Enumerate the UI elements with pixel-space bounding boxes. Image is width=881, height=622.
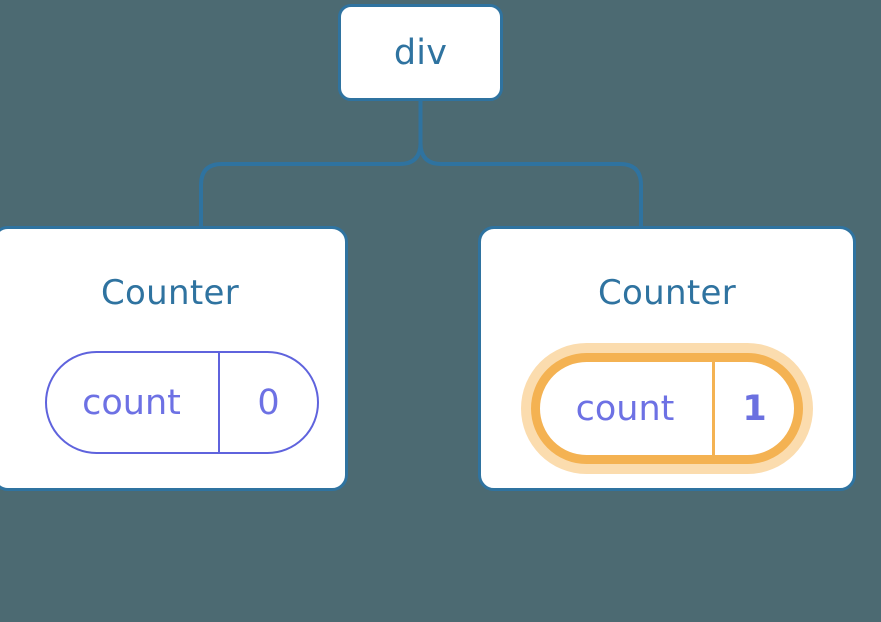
state-key-right: count <box>540 362 715 455</box>
node-counter-right-title: Counter <box>598 273 736 313</box>
state-value-right: 1 <box>742 388 767 429</box>
node-counter-left-title: Counter <box>101 273 239 313</box>
connector-left <box>199 99 423 230</box>
state-pill-right[interactable]: count 1 <box>521 343 813 474</box>
connector-right <box>418 99 643 230</box>
tree-connectors <box>199 99 643 230</box>
state-pill-left[interactable]: count 0 <box>45 351 319 454</box>
state-key-left: count <box>47 353 220 452</box>
node-div[interactable]: div <box>338 4 503 101</box>
node-counter-right[interactable]: Counter count 1 <box>478 226 856 491</box>
state-value-left: 0 <box>257 382 280 423</box>
node-div-label: div <box>393 32 448 73</box>
node-counter-left[interactable]: Counter count 0 <box>0 226 348 491</box>
diagram-canvas: div Counter count 0 Counter count 1 <box>0 4 856 491</box>
